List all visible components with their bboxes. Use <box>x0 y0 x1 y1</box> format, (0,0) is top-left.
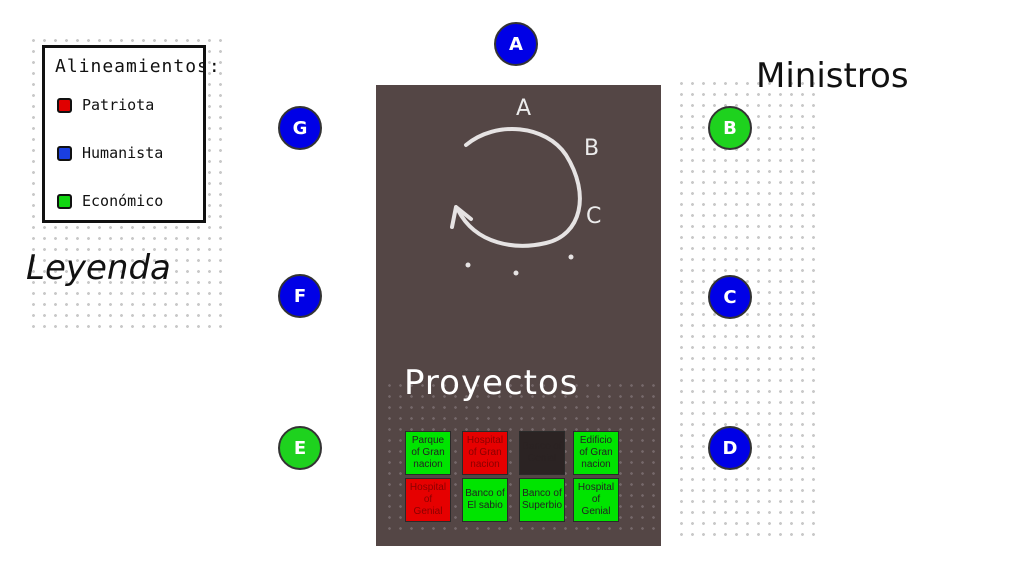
minister-e-bubble[interactable]: E <box>278 426 322 470</box>
cycle-label-a: A <box>516 96 531 121</box>
minister-c-bubble[interactable]: C <box>708 275 752 319</box>
humanista-swatch <box>57 145 72 161</box>
arrowhead-icon <box>450 205 473 229</box>
project-tile[interactable]: Banco of Superbio <box>519 478 565 522</box>
legend-item-humanista: Humanista <box>57 144 163 162</box>
minister-d-bubble[interactable]: D <box>708 426 752 470</box>
cycle-label-c: C <box>586 204 601 229</box>
patriota-swatch <box>57 97 72 113</box>
minister-a-bubble[interactable]: A <box>494 22 538 66</box>
legend-label: Económico <box>82 192 164 210</box>
legend-caption: Leyenda <box>26 248 171 288</box>
project-tile[interactable]: Banco of Genial <box>519 431 565 475</box>
minister-b-bubble[interactable]: B <box>708 106 752 150</box>
project-tile[interactable]: Parque of Gran nacion <box>405 431 451 475</box>
cycle-diagram: A B C <box>450 96 601 276</box>
project-tile[interactable]: Edificio of Gran nacion <box>573 431 619 475</box>
legend-item-patriota: Patriota <box>57 96 154 114</box>
projects-title: Proyectos <box>404 363 579 403</box>
minister-f-bubble[interactable]: F <box>278 274 322 318</box>
legend-label: Patriota <box>82 96 155 114</box>
legend-item-economico: Económico <box>57 192 163 210</box>
project-tile[interactable]: Hospital of Gran nacion <box>462 431 508 475</box>
cycle-dot <box>513 270 519 276</box>
project-tile[interactable]: Hospital of Genial <box>405 478 451 522</box>
legend-title: Alineamientos: <box>55 56 221 77</box>
project-tile[interactable]: Banco of El sabio <box>462 478 508 522</box>
legend-label: Humanista <box>82 144 164 162</box>
cycle-label-b: B <box>584 136 599 161</box>
cycle-dot <box>465 262 471 268</box>
economico-swatch <box>57 193 72 209</box>
legend-box: Alineamientos: Patriota Humanista Económ… <box>42 45 220 223</box>
cycle-dot <box>568 254 574 260</box>
minister-g-bubble[interactable]: G <box>278 106 322 150</box>
cycle-arrow-icon <box>456 127 582 248</box>
game-board: A B C Proyectos Parque of Gran nacion Ho… <box>376 85 661 546</box>
project-tile[interactable]: Hospital of Genial <box>573 478 619 522</box>
ministros-title: Ministros <box>756 56 909 96</box>
